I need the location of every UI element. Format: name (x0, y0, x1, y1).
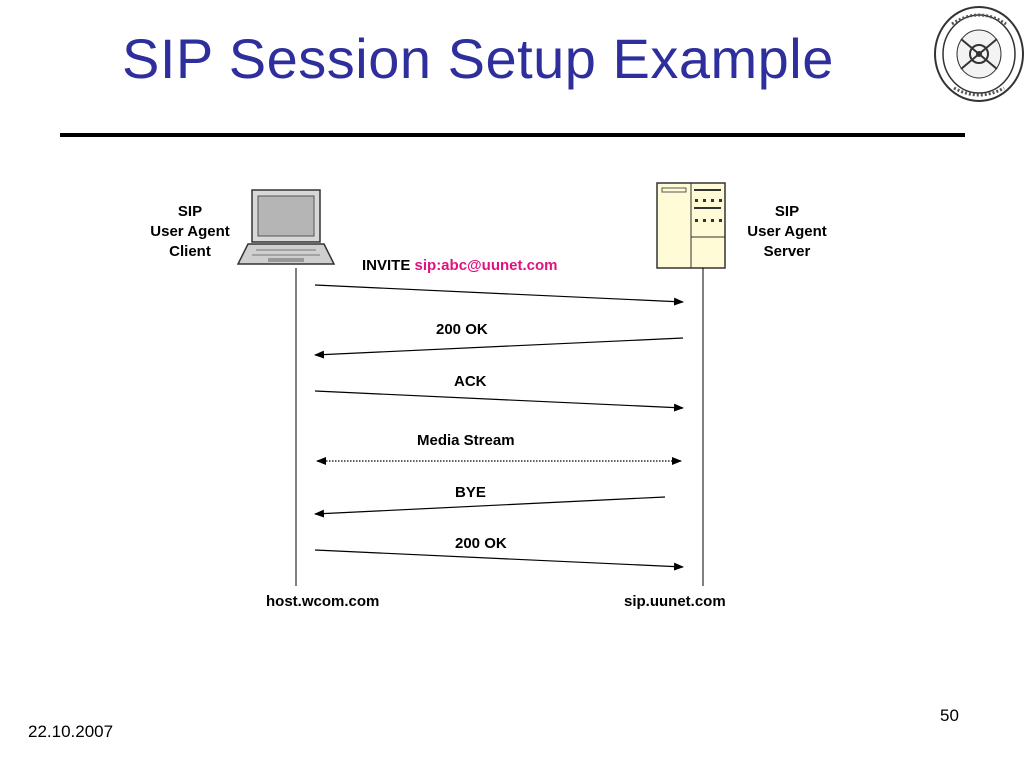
slide-title: SIP Session Setup Example (122, 27, 834, 90)
bye-message-label: BYE (455, 484, 486, 501)
slide-page-number: 50 (940, 706, 959, 725)
invite-uri: sip:abc@uunet.com (414, 257, 558, 274)
client-role-line3: Client (169, 243, 211, 260)
server-role-label: SIP User Agent Server (737, 202, 837, 262)
server-role-line3: Server (763, 243, 811, 260)
client-role-line1: SIP (177, 203, 203, 220)
ack-message-label: ACK (454, 373, 487, 390)
institute-logo (934, 6, 1024, 102)
client-role-label: SIP User Agent Client (140, 202, 240, 262)
laptop-icon (236, 189, 336, 265)
ack-arrow (314, 390, 684, 412)
bye-arrow (314, 496, 666, 518)
server-host-label: sip.uunet.com (624, 593, 726, 610)
invite-message-label: INVITE sip:abc@uunet.com (362, 257, 558, 274)
invite-method: INVITE (362, 257, 411, 274)
media-stream-label: Media Stream (417, 432, 515, 449)
ok2-message-label: 200 OK (455, 535, 507, 552)
server-icon (656, 182, 726, 269)
ok2-arrow (314, 549, 684, 571)
server-role-line2: User Agent (747, 223, 827, 240)
invite-arrow (314, 284, 684, 306)
client-host-label: host.wcom.com (266, 593, 380, 610)
ok1-message-label: 200 OK (436, 321, 488, 338)
client-role-line2: User Agent (150, 223, 230, 240)
ok1-arrow (314, 337, 684, 359)
slide-date: 22.10.2007 (28, 722, 114, 741)
title-divider (60, 133, 965, 137)
server-role-line1: SIP (774, 203, 800, 220)
